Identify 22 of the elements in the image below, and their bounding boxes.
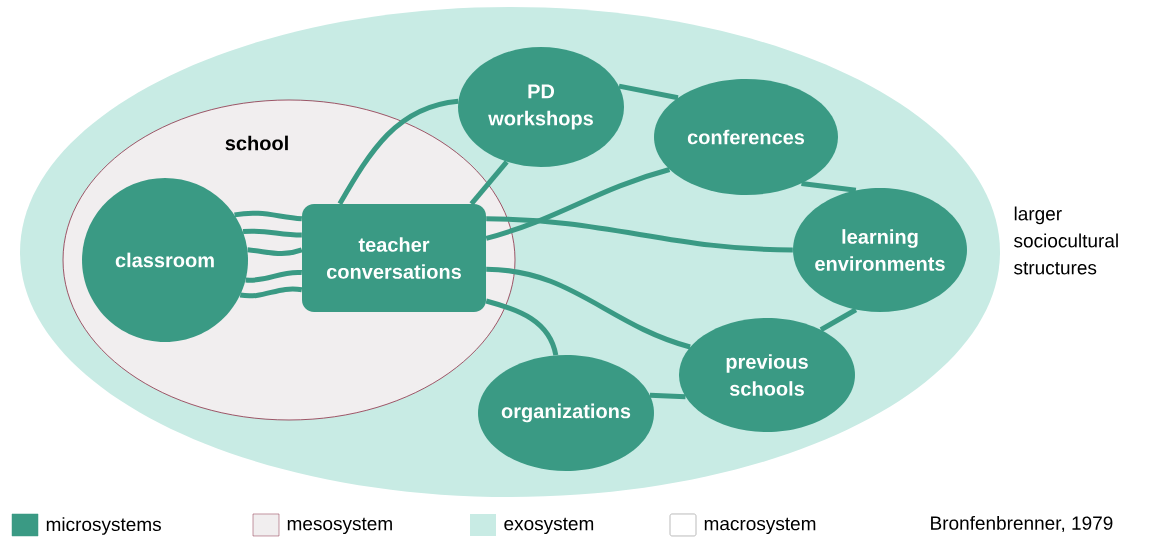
legend-label: microsystems <box>46 517 161 535</box>
connector-line <box>649 392 686 400</box>
legend-label: exosystem <box>504 517 594 535</box>
legend-label: macrosystem <box>704 517 816 535</box>
legend-label: mesosystem <box>287 517 392 535</box>
caption-text: larger sociocultural structures <box>1014 206 1118 275</box>
connector-line <box>245 269 302 283</box>
connector-line <box>234 210 303 222</box>
connector-line <box>486 216 793 253</box>
connector-line <box>801 181 857 193</box>
rounded-box: teacher conversations <box>302 204 486 312</box>
connector-line <box>239 286 303 299</box>
connector-line <box>337 98 459 206</box>
connector-line <box>819 307 858 332</box>
citation-text: Bronfenbrenner, 1979 <box>931 515 1113 533</box>
connector-line <box>242 228 302 238</box>
connector-line <box>485 298 559 356</box>
connector-line <box>618 83 679 101</box>
connector-line <box>485 167 671 241</box>
connector-line <box>247 247 303 257</box>
connector-line <box>469 160 509 206</box>
connector-line <box>486 266 691 350</box>
